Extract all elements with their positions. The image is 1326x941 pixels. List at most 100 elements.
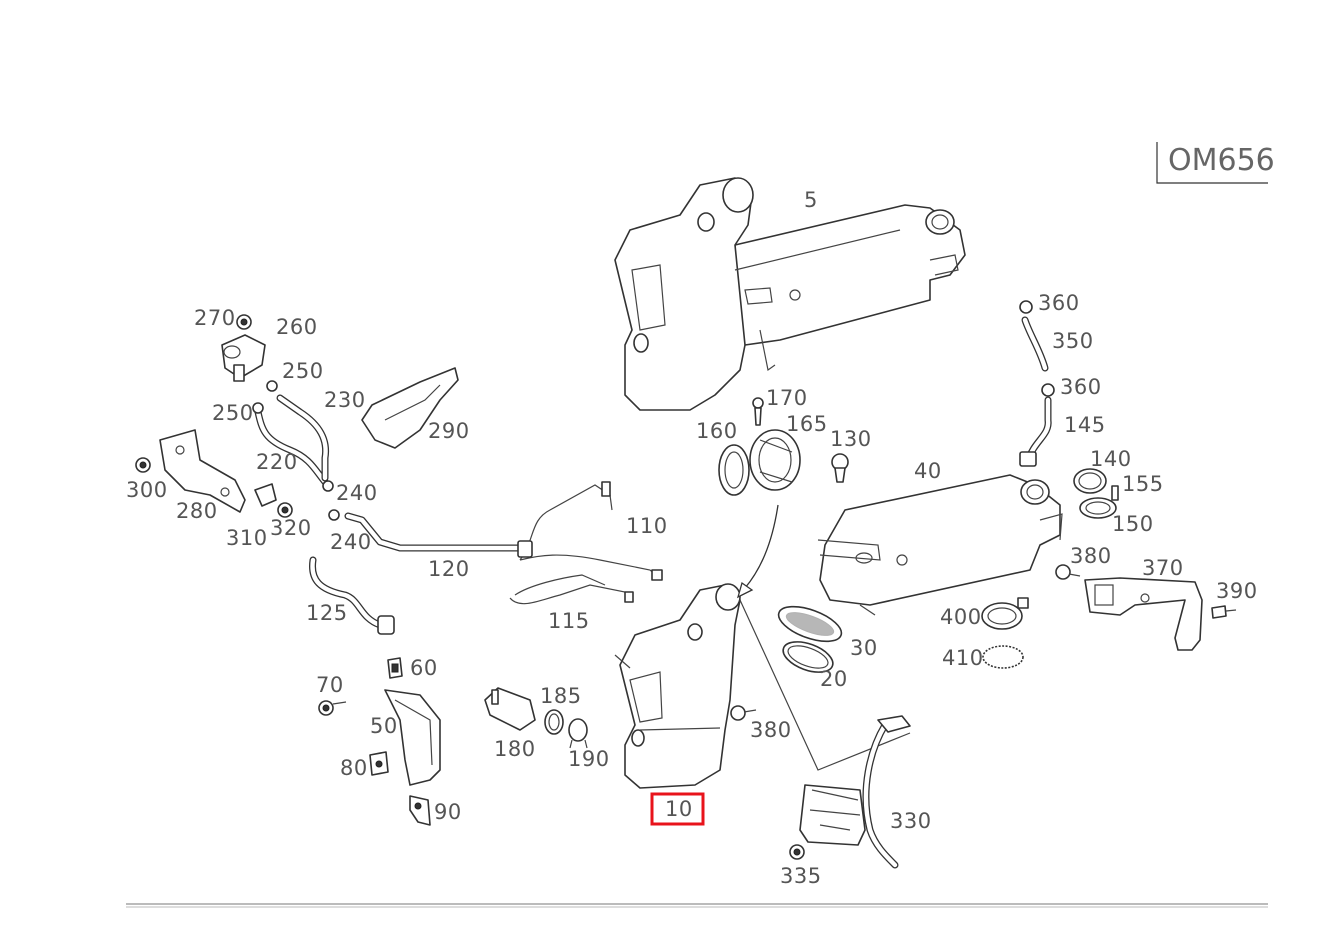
leader-line-330 (739, 599, 911, 771)
label-250-lower: 250 (212, 401, 254, 425)
label-230: 230 (324, 388, 366, 412)
part-240-clip-upper[interactable] (322, 480, 334, 492)
part-310-bolt[interactable] (254, 483, 277, 507)
label-30: 30 (850, 636, 878, 660)
label-270: 270 (194, 306, 236, 330)
part-290-heat-shield[interactable] (361, 367, 459, 449)
part-165-v-clamp[interactable] (749, 429, 801, 491)
label-330: 330 (890, 809, 932, 833)
part-185-seal[interactable] (544, 709, 564, 735)
part-60-clip[interactable] (387, 657, 403, 679)
part-260-pressure-sensor[interactable] (221, 334, 266, 382)
part-5-dpf-assembly[interactable] (614, 177, 966, 411)
label-165: 165 (786, 412, 828, 436)
part-155-bolt[interactable] (1111, 485, 1119, 501)
part-335-screw[interactable] (789, 844, 805, 860)
label-260: 260 (276, 315, 318, 339)
part-360-clamp-lower[interactable] (1041, 383, 1055, 397)
label-170: 170 (766, 386, 808, 410)
label-70: 70 (316, 673, 344, 697)
part-370-bracket[interactable] (1084, 577, 1203, 651)
label-130: 130 (830, 427, 872, 451)
engine-code: OM656 (1168, 143, 1275, 178)
label-380-right: 380 (1070, 544, 1112, 568)
label-80: 80 (340, 756, 368, 780)
part-120-pipe[interactable] (344, 512, 533, 558)
label-160: 160 (696, 419, 738, 443)
label-335: 335 (780, 864, 822, 888)
label-115: 115 (548, 609, 590, 633)
arrow-to-part-10 (736, 504, 779, 599)
label-370: 370 (1142, 556, 1184, 580)
label-220: 220 (256, 450, 298, 474)
footer-rule (126, 903, 1268, 908)
label-10: 10 (665, 797, 693, 821)
label-360-upper: 360 (1038, 291, 1080, 315)
part-270-nut[interactable] (236, 314, 252, 330)
label-40: 40 (914, 459, 942, 483)
part-90-clip[interactable] (409, 795, 431, 826)
label-250-upper: 250 (282, 359, 324, 383)
part-250-clip-lower[interactable] (252, 402, 264, 414)
label-280: 280 (176, 499, 218, 523)
engine-code-box: OM656 (1156, 142, 1275, 184)
label-350: 350 (1052, 329, 1094, 353)
part-330-control-unit[interactable] (799, 715, 911, 869)
label-310: 310 (226, 526, 268, 550)
part-300-nut[interactable] (135, 457, 151, 473)
part-125-hose[interactable] (308, 556, 395, 635)
label-300: 300 (126, 478, 168, 502)
part-80-nut[interactable] (369, 751, 389, 776)
part-390-bolt[interactable] (1211, 605, 1237, 619)
part-180-pipe-connector[interactable] (484, 687, 536, 731)
part-30-gasket[interactable] (774, 600, 846, 649)
part-40-particulate-filter[interactable] (817, 474, 1063, 616)
label-390: 390 (1216, 579, 1258, 603)
part-10-catalytic-converter[interactable] (614, 583, 741, 789)
part-410-seal[interactable] (982, 645, 1024, 669)
part-70-bolt[interactable] (318, 700, 347, 716)
label-110: 110 (626, 514, 668, 538)
label-90: 90 (434, 800, 462, 824)
part-130-bolt[interactable] (831, 453, 849, 483)
highlight-box-10 (650, 792, 705, 826)
label-145: 145 (1064, 413, 1106, 437)
label-5: 5 (804, 188, 818, 212)
part-360-clamp-upper[interactable] (1019, 300, 1033, 314)
label-185: 185 (540, 684, 582, 708)
label-410: 410 (942, 646, 984, 670)
label-240-lower: 240 (330, 530, 372, 554)
label-60: 60 (410, 656, 438, 680)
part-350-pipe[interactable] (1021, 316, 1049, 372)
part-50-heat-shield[interactable] (384, 689, 441, 786)
part-150-clamp[interactable] (1079, 497, 1117, 519)
part-190-clamp[interactable] (568, 718, 588, 749)
label-290: 290 (428, 419, 470, 443)
part-380-bolt-right[interactable] (1055, 564, 1081, 580)
label-50: 50 (370, 714, 398, 738)
part-140-clamp[interactable] (1073, 468, 1107, 494)
part-380-bolt-center[interactable] (730, 705, 757, 721)
part-170-screw[interactable] (752, 397, 764, 426)
part-400-clamp[interactable] (981, 597, 1029, 630)
part-160-ring[interactable] (718, 444, 750, 496)
label-150: 150 (1112, 512, 1154, 536)
label-190: 190 (568, 747, 610, 771)
label-360-lower: 360 (1060, 375, 1102, 399)
label-240-upper: 240 (336, 481, 378, 505)
part-240-clip-lower[interactable] (328, 509, 340, 521)
label-180: 180 (494, 737, 536, 761)
part-145-pipe[interactable] (1019, 396, 1052, 467)
label-120: 120 (428, 557, 470, 581)
label-20: 20 (820, 667, 848, 691)
part-20-seal[interactable] (779, 636, 837, 678)
part-220-hose[interactable] (254, 408, 329, 486)
part-250-clip-upper[interactable] (266, 380, 278, 392)
label-320: 320 (270, 516, 312, 540)
part-320-nut[interactable] (277, 502, 293, 518)
part-280-bracket[interactable] (159, 429, 246, 513)
part-230-hose[interactable] (276, 394, 330, 482)
part-115-sensor-line[interactable] (509, 574, 634, 605)
label-140: 140 (1090, 447, 1132, 471)
